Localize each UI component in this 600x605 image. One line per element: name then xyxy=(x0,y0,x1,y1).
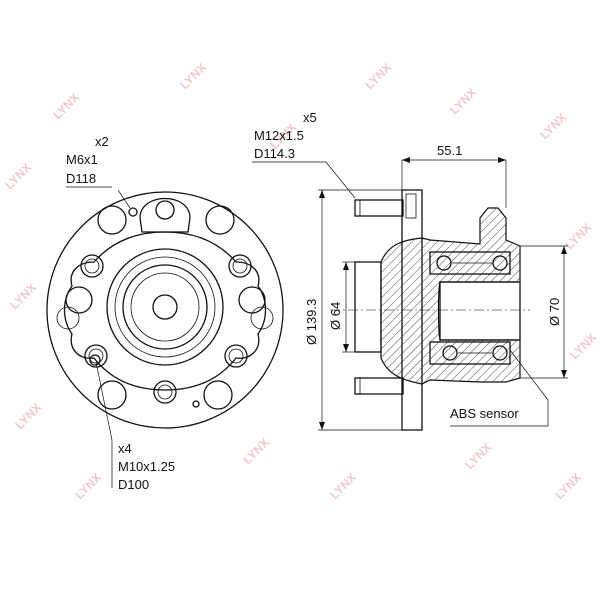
leader-bottom xyxy=(95,361,113,488)
dim-pilot-label: Ø 64 xyxy=(328,302,343,330)
watermark-text: LYNX xyxy=(537,110,569,142)
hub-ring-outer xyxy=(106,248,224,366)
front-view: x2 M6x1 D118 x4 M10x1.25 D100 xyxy=(46,134,284,492)
stud-hole xyxy=(224,344,248,368)
callout-top-count: x2 xyxy=(95,134,109,149)
callout-bottom-count: x4 xyxy=(118,441,132,456)
center-hole xyxy=(152,294,178,320)
bearing-bottom xyxy=(429,341,511,365)
stud-hole xyxy=(80,254,104,278)
watermark-text: LYNX xyxy=(50,90,82,122)
hub-lobed-body xyxy=(63,231,267,391)
abs-sensor-label: ABS sensor xyxy=(450,406,519,421)
outer-holes xyxy=(56,205,274,410)
stud-hole xyxy=(84,344,108,368)
watermark-text: LYNX xyxy=(447,85,479,117)
stud-holes xyxy=(80,254,252,404)
watermark-text: LYNX xyxy=(12,400,44,432)
callout-bottom-thread: M10x1.25 xyxy=(118,459,175,474)
leader-abs xyxy=(450,349,549,427)
callout-studs-count: x5 xyxy=(303,110,317,125)
dim-bearing-label: Ø 70 xyxy=(547,298,562,326)
pilot-boss xyxy=(354,261,382,353)
hub-bore xyxy=(439,281,521,341)
callout-top-thread: M6x1 xyxy=(66,152,98,167)
watermark-text: LYNX xyxy=(567,330,599,362)
side-view: 55.1 Ø 139.3 Ø 64 Ø 70 x5 M12x1.5 D114.3… xyxy=(252,110,568,431)
leader-studs xyxy=(252,161,356,199)
callout-studs-diameter: D114.3 xyxy=(254,146,295,161)
stud-hole xyxy=(228,254,252,278)
flange-outline xyxy=(46,191,284,429)
dim-depth-label: 55.1 xyxy=(437,143,462,158)
hub-ring-4 xyxy=(130,272,200,342)
bearing-top xyxy=(429,251,511,275)
hub-ring-2 xyxy=(114,256,216,358)
stud-hole xyxy=(153,380,177,404)
top-boss-hole xyxy=(155,200,175,220)
m6-hole xyxy=(128,207,138,217)
watermark-text: LYNX xyxy=(362,60,394,92)
watermark-text: LYNX xyxy=(2,160,34,192)
watermark-text: LYNX xyxy=(7,280,39,312)
watermark-text: LYNX xyxy=(177,60,209,92)
small-hole xyxy=(192,400,200,408)
watermark-text: LYNX xyxy=(240,435,272,467)
callout-studs-thread: M12x1.5 xyxy=(254,128,304,143)
m10-hole xyxy=(89,354,101,366)
callout-bottom-diameter: D100 xyxy=(118,477,149,492)
leader-top xyxy=(117,189,131,209)
watermark-text: LYNX xyxy=(72,470,104,502)
watermark-text: LYNX xyxy=(327,470,359,502)
watermark-text: LYNX xyxy=(562,220,594,252)
callout-top-diameter: D118 xyxy=(66,171,96,186)
top-boss xyxy=(139,198,191,233)
watermark-text: LYNX xyxy=(462,440,494,472)
hub-ring-3 xyxy=(122,264,208,350)
dim-outer-label: Ø 139.3 xyxy=(304,299,319,345)
watermark-text: LYNX xyxy=(552,470,584,502)
